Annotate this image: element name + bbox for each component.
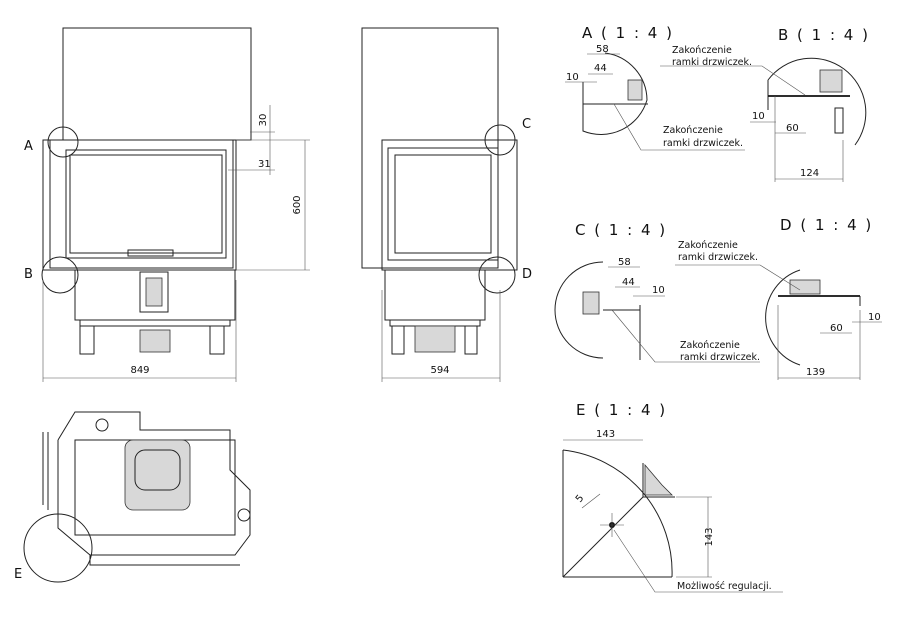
front-width-dim: 849 <box>130 365 149 376</box>
side-width-dim: 594 <box>430 365 449 376</box>
detail-a-dim-58: 58 <box>596 44 609 55</box>
callout-e: E <box>14 567 22 582</box>
detail-e-title: E ( 1 : 4 ) <box>576 401 667 419</box>
detail-b-dim-124: 124 <box>800 168 819 179</box>
callout-b: B <box>24 267 33 282</box>
detail-c-dim-58: 58 <box>618 257 631 268</box>
detail-c-note-2: ramki drzwiczek. <box>680 352 760 363</box>
detail-d-note-2: ramki drzwiczek. <box>678 252 758 263</box>
detail-d-dim-10: 10 <box>868 312 881 323</box>
detail-d-title: D ( 1 : 4 ) <box>780 216 873 234</box>
detail-c-note-1: Zakończenie <box>680 340 740 351</box>
detail-a-dim-10: 10 <box>566 72 579 83</box>
detail-e-note: Możliwość regulacji. <box>677 581 772 592</box>
plan-view: E <box>14 411 251 583</box>
detail-a: A ( 1 : 4 ) 58 44 10 Zakończenie ramki d… <box>565 24 745 151</box>
detail-c-dim-10: 10 <box>652 285 665 296</box>
dim-30: 30 <box>258 114 269 127</box>
detail-b-dim-10: 10 <box>752 111 765 122</box>
callout-d: D <box>522 267 532 282</box>
detail-c: C ( 1 : 4 ) 58 44 10 Zakończenie ramki d… <box>554 221 760 363</box>
detail-b-note-1: Zakończenie <box>672 45 732 56</box>
detail-c-dim-44: 44 <box>622 277 635 288</box>
detail-a-title: A ( 1 : 4 ) <box>582 24 674 42</box>
detail-a-note-1: Zakończenie <box>663 125 723 136</box>
front-height-dim: 600 <box>292 195 303 214</box>
detail-e-dim-143-side: 143 <box>704 527 715 546</box>
detail-a-dim-44: 44 <box>594 63 607 74</box>
side-view: 594 C D <box>361 27 532 382</box>
detail-d-dim-60: 60 <box>830 323 843 334</box>
detail-a-note-2: ramki drzwiczek. <box>663 138 743 149</box>
detail-e-dim-143-top: 143 <box>596 429 615 440</box>
detail-e-dim-5: 5 <box>574 493 587 505</box>
detail-b-note-2: ramki drzwiczek. <box>672 57 752 68</box>
front-view: 849 600 30 31 A B <box>24 27 310 382</box>
detail-e: E ( 1 : 4 ) 143 143 5 Możliwość regulacj… <box>562 401 783 593</box>
callout-c: C <box>522 117 531 132</box>
detail-d: D ( 1 : 4 ) Zakończenie ramki drzwiczek.… <box>675 216 882 380</box>
dim-31: 31 <box>258 159 271 170</box>
detail-d-dim-139: 139 <box>806 367 825 378</box>
detail-b: B ( 1 : 4 ) Zakończenie ramki drzwiczek.… <box>660 26 870 182</box>
detail-c-title: C ( 1 : 4 ) <box>575 221 667 239</box>
detail-b-dim-60: 60 <box>786 123 799 134</box>
detail-d-note-1: Zakończenie <box>678 240 738 251</box>
callout-a: A <box>24 139 33 154</box>
detail-b-title: B ( 1 : 4 ) <box>778 26 870 44</box>
